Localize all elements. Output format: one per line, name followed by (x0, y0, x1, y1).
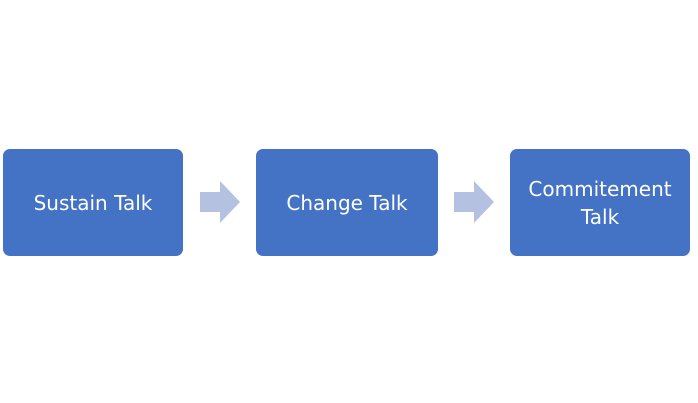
arrow-shape (200, 181, 240, 223)
right-arrow-icon (454, 181, 494, 223)
right-arrow-icon (200, 181, 240, 223)
step-label: Commitement Talk (528, 176, 672, 229)
step-box-change-talk: Change Talk (256, 149, 438, 256)
step-box-commitment-talk: Commitement Talk (510, 149, 690, 256)
step-label: Sustain Talk (33, 190, 153, 215)
step-box-sustain-talk: Sustain Talk (3, 149, 183, 256)
arrow-shape (454, 181, 494, 223)
step-label: Change Talk (286, 190, 408, 215)
